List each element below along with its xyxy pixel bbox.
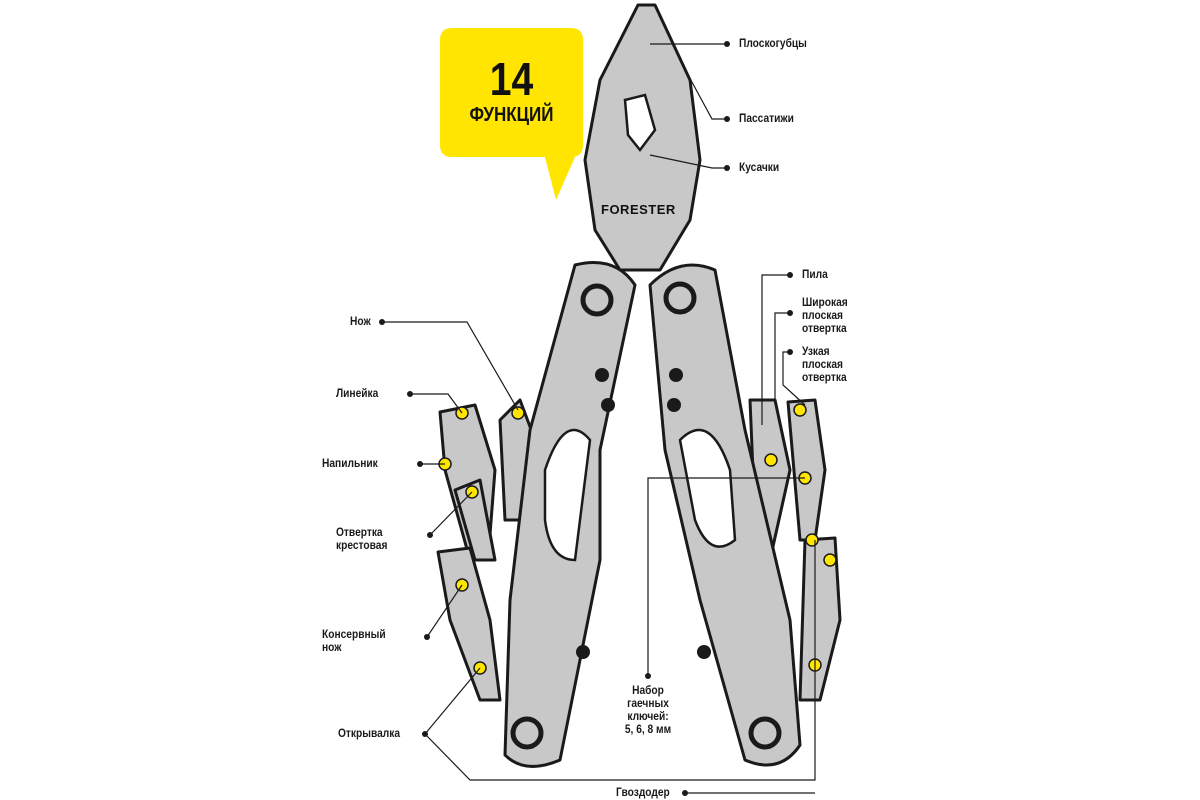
callout-bubble [440, 28, 583, 200]
label-dots [379, 41, 793, 796]
callout-number: 14 [489, 53, 534, 105]
wide-screwdriver-tool [786, 398, 827, 542]
label-file: Напильник [322, 456, 378, 470]
callout-text: ФУНКЦИЙ [469, 104, 554, 126]
label-pliers: Плоскогубцы [739, 36, 807, 50]
label-saw: Пила [802, 267, 828, 281]
brand-logo: FORESTER [601, 202, 676, 217]
label-ruler: Линейка [336, 386, 379, 400]
can-opener-tool [436, 546, 502, 702]
narrow-screwdriver-tool [798, 536, 842, 702]
label-wire-cutters: Кусачки [739, 160, 780, 174]
label-knife: Нож [350, 314, 371, 328]
label-nail-puller: Гвоздодер [616, 785, 670, 799]
label-bottle-opener: Открывалка [338, 726, 401, 740]
leader-lines [382, 43, 816, 794]
label-combination-pliers: Пассатижи [739, 111, 794, 125]
function-markers [438, 403, 837, 675]
